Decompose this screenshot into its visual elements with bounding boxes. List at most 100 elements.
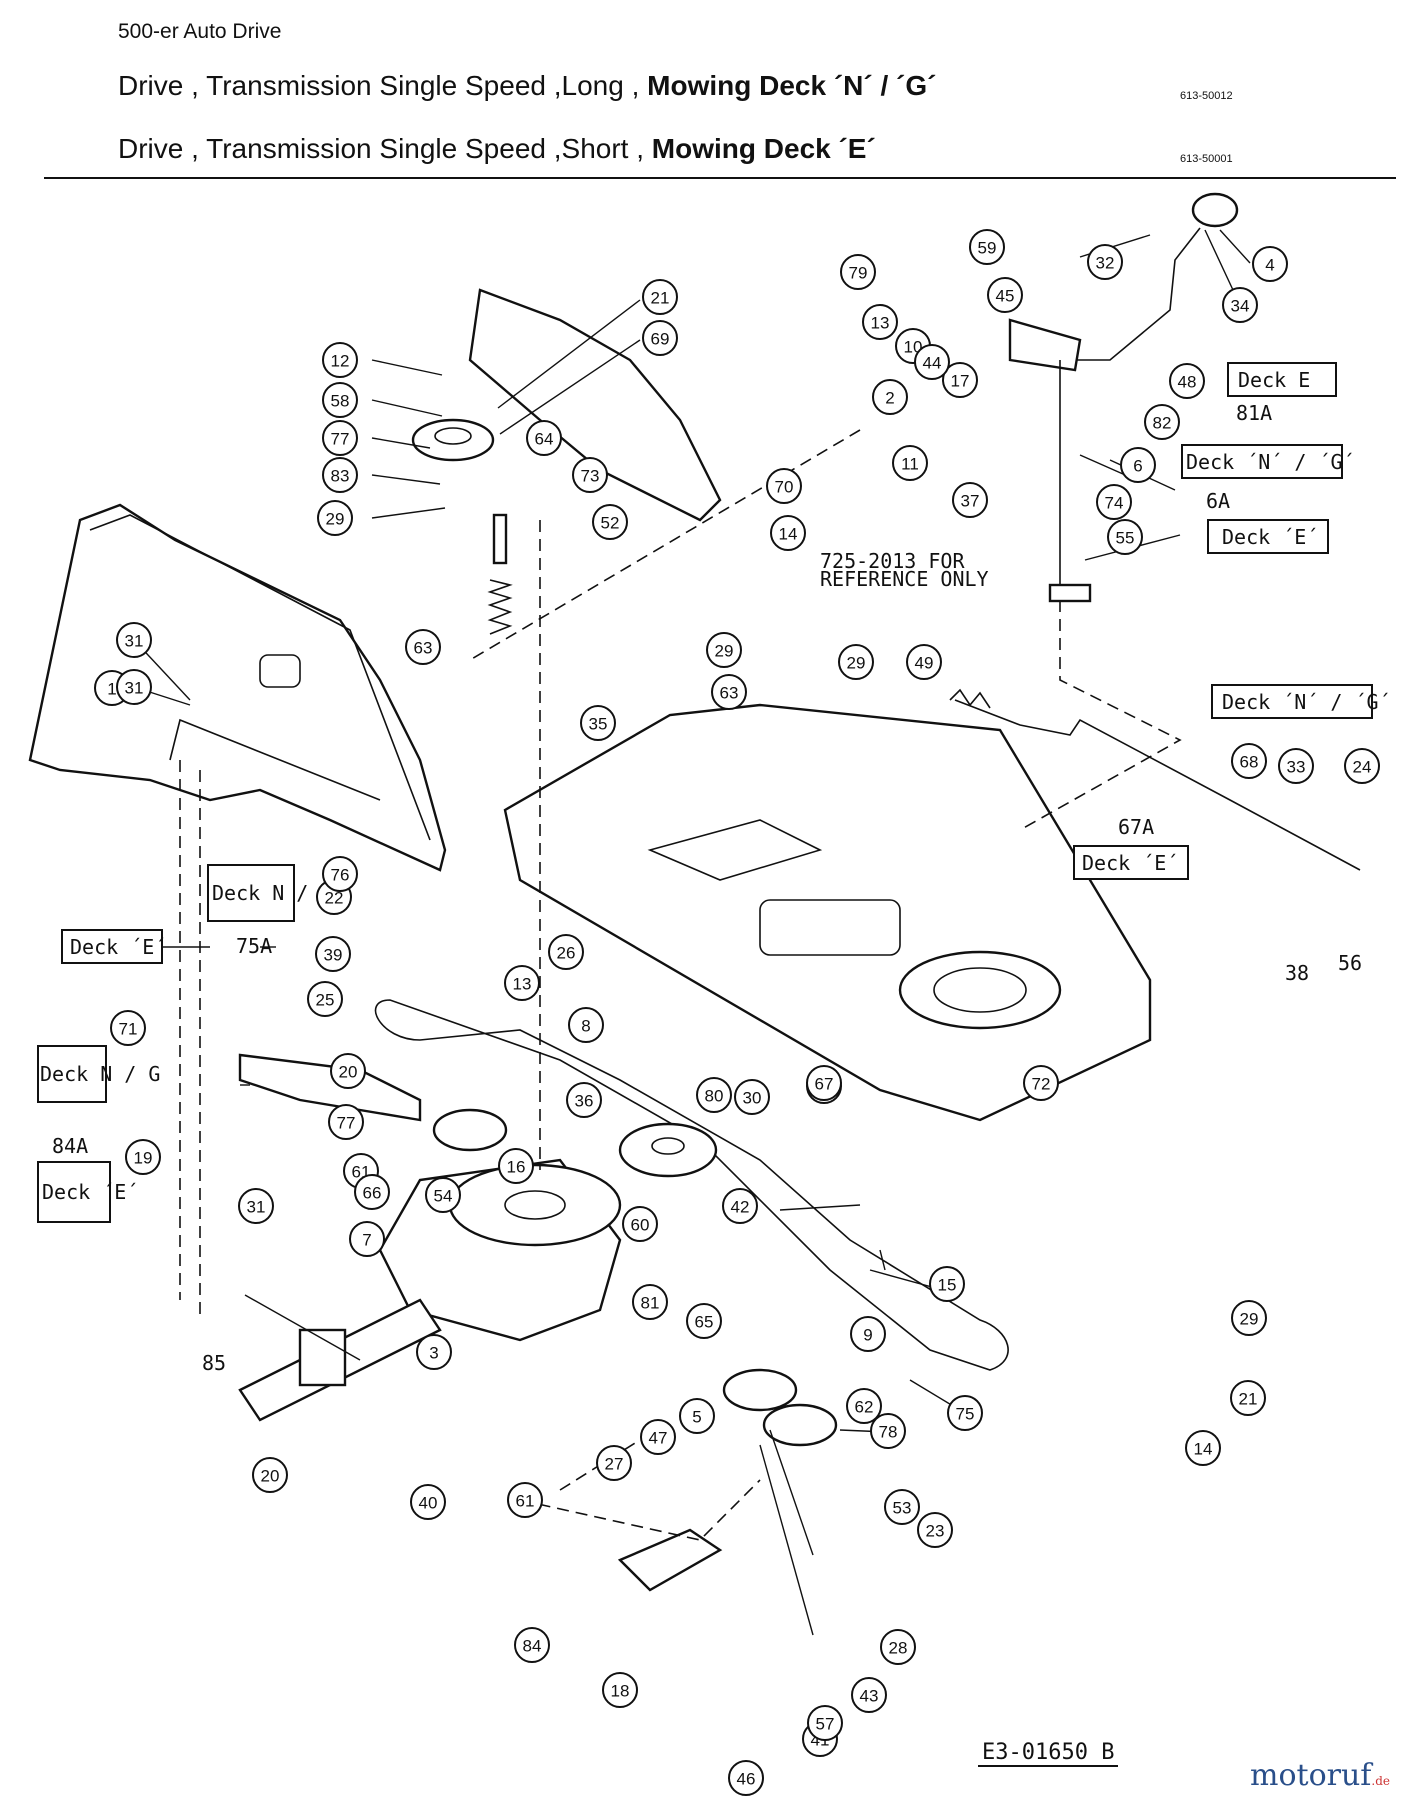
watermark-logo: motoruf.de (1250, 1758, 1391, 1793)
label-75A: 75A (236, 934, 272, 958)
svg-text:19: 19 (134, 1149, 153, 1168)
callout-18: 18 (602, 1672, 638, 1708)
deck-bracket (238, 1053, 422, 1122)
svg-text:77: 77 (331, 430, 350, 449)
callout-24: 24 (1344, 748, 1380, 784)
diagram-title-short: Drive , Transmission Single Speed ,Short… (118, 133, 876, 164)
svg-text:Deck ´E´: Deck ´E´ (1082, 851, 1178, 875)
callout-group: 1234567891011121313141415161718192020212… (94, 229, 1380, 1796)
reference-note-line2: REFERENCE ONLY (820, 567, 989, 591)
callout-31: 31 (116, 622, 152, 658)
callout-63: 63 (405, 629, 441, 665)
callout-34: 34 (1222, 287, 1258, 323)
callout-32: 32 (1087, 244, 1123, 280)
svg-text:13: 13 (513, 975, 532, 994)
svg-text:29: 29 (847, 654, 866, 673)
label-56: 56 (1338, 951, 1362, 975)
callout-20: 20 (330, 1053, 366, 1089)
svg-text:79: 79 (849, 264, 868, 283)
svg-text:84: 84 (523, 1637, 542, 1656)
svg-text:46: 46 (737, 1770, 756, 1789)
callout-36: 36 (566, 1082, 602, 1118)
svg-text:29: 29 (715, 642, 734, 661)
callout-39: 39 (315, 936, 351, 972)
callout-25: 25 (307, 981, 343, 1017)
svg-text:65: 65 (695, 1313, 714, 1332)
callout-84: 84 (514, 1627, 550, 1663)
svg-text:25: 25 (316, 991, 335, 1010)
callout-21: 21 (642, 279, 678, 315)
svg-text:6: 6 (1133, 457, 1142, 476)
svg-text:Deck ´N´ / ´G´: Deck ´N´ / ´G´ (1222, 690, 1391, 714)
callout-45: 45 (987, 277, 1023, 313)
svg-text:14: 14 (779, 525, 798, 544)
callout-29: 29 (838, 644, 874, 680)
svg-text:71: 71 (119, 1020, 138, 1039)
svg-text:47: 47 (649, 1429, 668, 1448)
svg-text:24: 24 (1353, 758, 1372, 777)
callout-47: 47 (640, 1419, 676, 1455)
svg-text:26: 26 (557, 944, 576, 963)
svg-text:14: 14 (1194, 1440, 1213, 1459)
label-85: 85 (202, 1351, 226, 1375)
clutch-bracket (617, 1528, 723, 1592)
diagram-title-long: Drive , Transmission Single Speed ,Long … (118, 70, 937, 101)
svg-text:Deck N / G: Deck N / G (212, 881, 332, 905)
part-number-short: 613-50001 (1180, 153, 1233, 165)
svg-text:74: 74 (1105, 494, 1124, 513)
callout-23: 23 (917, 1512, 953, 1548)
svg-text:39: 39 (324, 946, 343, 965)
callout-44: 44 (914, 344, 950, 380)
callout-81: 81 (632, 1284, 668, 1320)
deck-box-E-75A: Deck ´E´ (61, 929, 166, 964)
callout-3: 3 (416, 1334, 452, 1370)
callout-40: 40 (410, 1484, 446, 1520)
svg-text:63: 63 (720, 684, 739, 703)
svg-text:83: 83 (331, 467, 350, 486)
callout-58: 58 (322, 382, 358, 418)
callout-46: 46 (728, 1760, 764, 1796)
callout-14: 14 (1185, 1430, 1221, 1466)
deck-box-E-84A: Deck ´E´ (37, 1161, 138, 1223)
chassis-frame (503, 703, 1152, 1122)
pulleys (432, 1108, 838, 1447)
callout-49: 49 (906, 644, 942, 680)
deck-box-E-6A: Deck ´E´ (1207, 519, 1329, 554)
callout-12: 12 (322, 342, 358, 378)
callout-31: 31 (116, 669, 152, 705)
svg-text:5: 5 (692, 1408, 701, 1427)
deck-box-E-top: Deck E (1227, 362, 1337, 397)
svg-text:55: 55 (1116, 529, 1135, 548)
svg-text:13: 13 (871, 314, 890, 333)
svg-text:Deck ´E´: Deck ´E´ (70, 935, 166, 959)
svg-text:44: 44 (923, 354, 942, 373)
callout-30: 30 (734, 1079, 770, 1115)
label-38: 38 (1285, 961, 1309, 985)
callout-57: 57 (807, 1705, 843, 1741)
callout-77: 77 (328, 1104, 364, 1140)
svg-text:3: 3 (429, 1344, 438, 1363)
svg-text:31: 31 (125, 632, 144, 651)
svg-text:17: 17 (951, 372, 970, 391)
svg-text:28: 28 (889, 1639, 908, 1658)
svg-text:69: 69 (651, 330, 670, 349)
callout-4: 4 (1252, 246, 1288, 282)
svg-text:64: 64 (535, 430, 554, 449)
callout-55: 55 (1107, 519, 1143, 555)
callout-28: 28 (880, 1629, 916, 1665)
callout-65: 65 (686, 1303, 722, 1339)
svg-text:75: 75 (956, 1405, 975, 1424)
svg-text:61: 61 (516, 1492, 535, 1511)
svg-text:34: 34 (1231, 297, 1250, 316)
svg-text:29: 29 (326, 510, 345, 529)
svg-text:80: 80 (705, 1087, 724, 1106)
callout-29: 29 (706, 632, 742, 668)
svg-text:20: 20 (261, 1467, 280, 1486)
callout-82: 82 (1144, 404, 1180, 440)
svg-text:12: 12 (331, 352, 350, 371)
svg-text:58: 58 (331, 392, 350, 411)
svg-text:68: 68 (1240, 753, 1259, 772)
svg-text:30: 30 (743, 1089, 762, 1108)
shift-lever (1008, 192, 1239, 603)
